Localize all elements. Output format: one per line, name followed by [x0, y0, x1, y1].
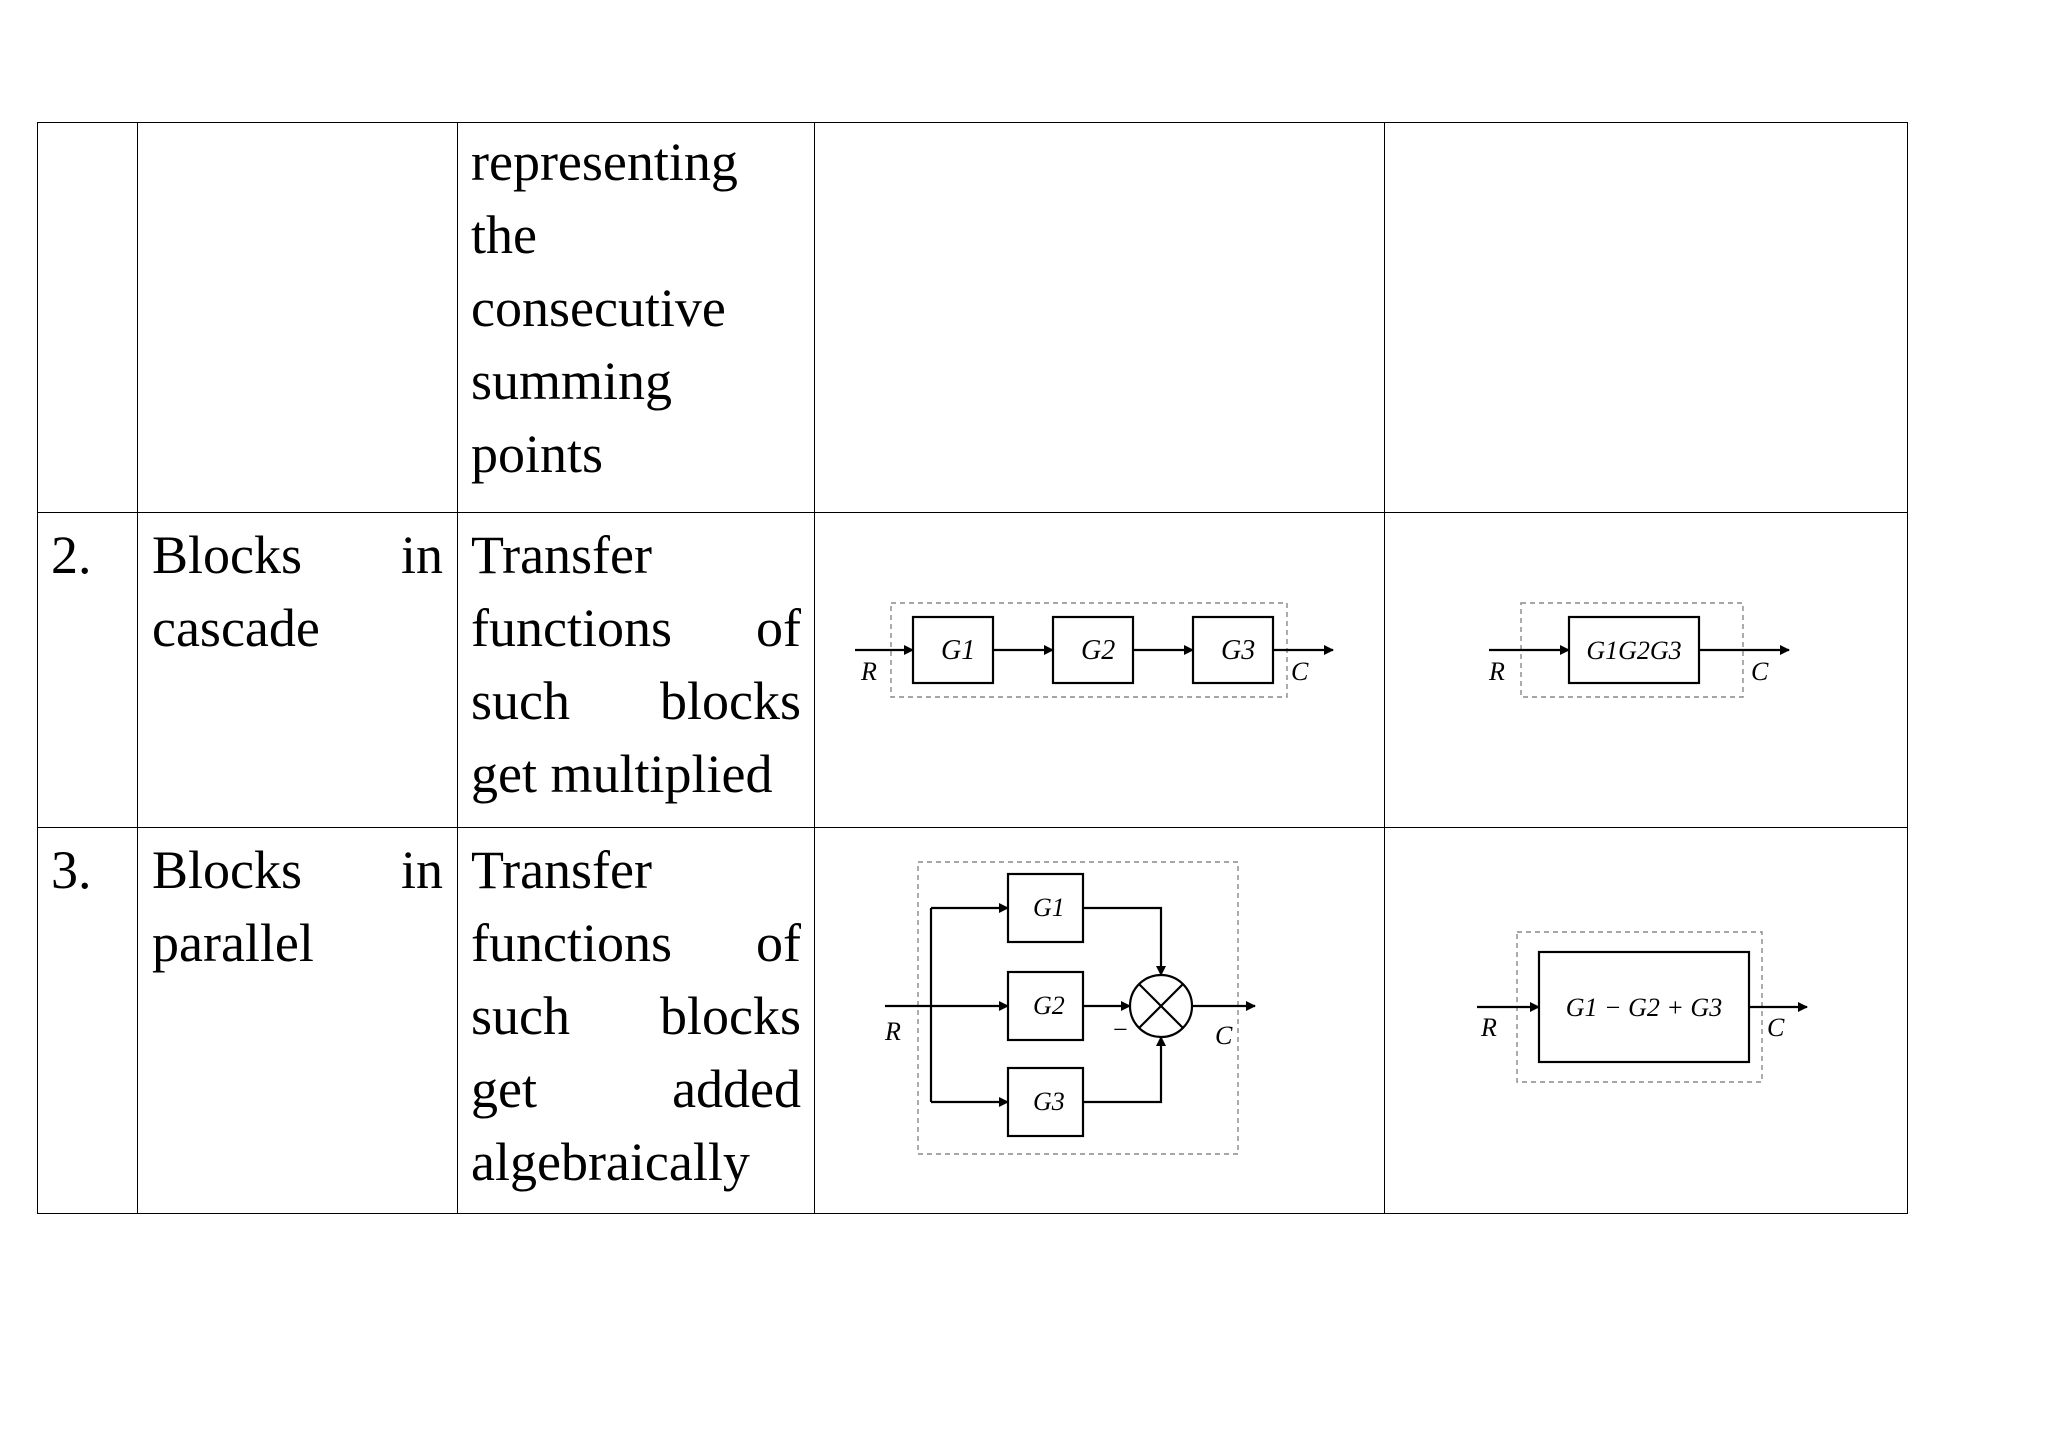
rule-cell [137, 122, 458, 513]
input-label: R [1480, 1013, 1497, 1042]
block-reduction-rules-table: representing the consecutive summing poi… [37, 122, 1908, 1214]
parallel-original-diagram: R C − G1 G2 G3 [884, 861, 1256, 1155]
description-cell: Transfer functions of such blocks get ad… [457, 827, 815, 1214]
sno-cell: 2. [37, 512, 138, 828]
equivalent-diagram-cell [1384, 122, 1908, 513]
description-cell: representing the consecutive summing poi… [457, 122, 815, 513]
sno-cell: 3. [37, 827, 138, 1214]
description-line: representing [471, 132, 738, 192]
output-label: C [1767, 1013, 1785, 1042]
block-label-g3: G3 [1033, 1087, 1065, 1116]
rule-cell: Blocks in parallel [137, 827, 458, 1214]
table-row-continuation: representing the consecutive summing poi… [37, 122, 1908, 513]
output-label: C [1291, 657, 1309, 686]
sno-cell [37, 122, 138, 513]
parallel-equivalent-diagram: R C G1 − G2 + G3 [1477, 931, 1808, 1083]
input-label: R [1488, 657, 1505, 686]
block-label-g2: G2 [1033, 991, 1065, 1020]
equivalent-block-label: G1 − G2 + G3 [1566, 993, 1722, 1022]
input-label: R [884, 1017, 901, 1046]
equivalent-diagram-cell: R C G1 − G2 + G3 [1384, 827, 1908, 1214]
input-label: R [860, 657, 877, 686]
cascade-equivalent-diagram: R C G1G2G3 [1488, 602, 1790, 698]
cascade-original-diagram: R C G1 G2 G3 [855, 602, 1334, 698]
table-row-parallel: 3. Blocks in parallel Transfer functions… [37, 827, 1908, 1214]
block-label-g3: G3 [1221, 635, 1255, 666]
original-diagram-cell [814, 122, 1385, 513]
minus-sign: − [1113, 1015, 1128, 1044]
description-line: consecutive [471, 278, 726, 338]
table-row-cascade: 2. Blocks in cascade Transfer functions … [37, 512, 1908, 828]
original-diagram-cell: R C − G1 G2 G3 [814, 827, 1385, 1214]
equivalent-diagram-cell: R C G1G2G3 [1384, 512, 1908, 828]
output-label: C [1215, 1021, 1233, 1050]
description-line: summing [471, 351, 673, 411]
output-label: C [1751, 657, 1769, 686]
block-label-g1: G1 [941, 635, 975, 666]
equivalent-block-label: G1G2G3 [1586, 636, 1681, 665]
description-line: points [471, 424, 604, 484]
description-cell: Transfer functions of such blocks get mu… [457, 512, 815, 828]
original-diagram-cell: R C G1 G2 G3 [814, 512, 1385, 828]
block-label-g2: G2 [1081, 635, 1115, 666]
rule-cell: Blocks in cascade [137, 512, 458, 828]
block-label-g1: G1 [1033, 893, 1065, 922]
description-line: the [471, 205, 537, 265]
